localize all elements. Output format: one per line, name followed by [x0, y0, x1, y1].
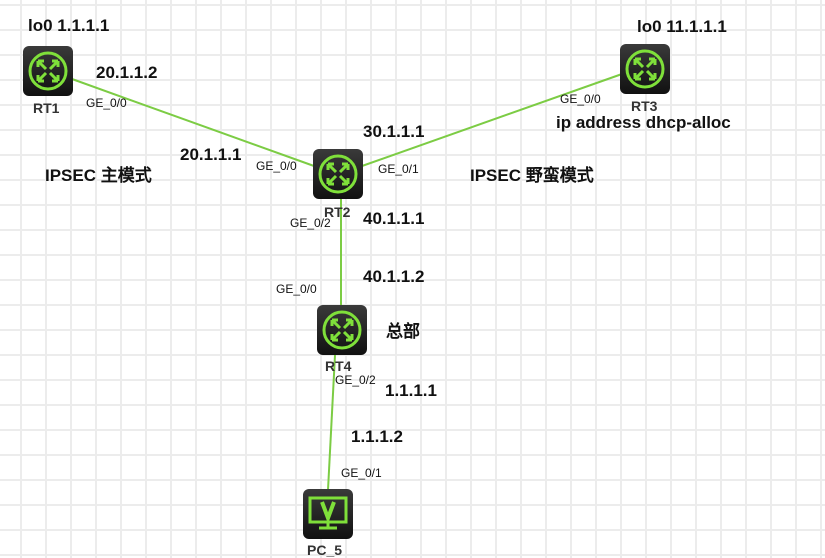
port-rt4-ge00: GE_0/0 [276, 282, 317, 296]
rt1-loopback-label: lo0 1.1.1.1 [28, 16, 110, 35]
port-rt2-ge01: GE_0/1 [378, 162, 419, 176]
pc-pc5[interactable] [303, 489, 353, 539]
router-icon [625, 49, 665, 89]
device-name-rt1: RT1 [33, 100, 60, 116]
ip-rt2-rt3-link: 30.1.1.1 [363, 122, 425, 141]
ip-rt2-rt4-link: 40.1.1.1 [363, 209, 425, 228]
router-icon [28, 51, 68, 91]
router-rt2[interactable] [313, 149, 363, 199]
device-name-rt2: RT2 [324, 204, 351, 220]
port-rt2-ge02: GE_0/2 [290, 216, 331, 230]
annotation-ipsec-aggressive-mode: IPSEC 野蛮模式 [470, 166, 594, 185]
rt3-loopback-label: lo0 11.1.1.1 [637, 17, 727, 36]
link-rt2-rt3[interactable] [361, 73, 623, 167]
ip-rt2-rt1-link: 20.1.1.1 [180, 145, 242, 164]
ip-rt1-link: 20.1.1.2 [96, 63, 158, 82]
port-rt2-ge00: GE_0/0 [256, 159, 297, 173]
port-rt4-ge02: GE_0/2 [335, 373, 376, 387]
router-rt4[interactable] [317, 305, 367, 355]
port-pc5-ge01: GE_0/1 [341, 466, 382, 480]
device-name-pc5: PC_5 [307, 542, 343, 558]
router-icon [318, 154, 358, 194]
device-name-rt3: RT3 [631, 98, 658, 114]
rt4-note: 总部 [386, 322, 420, 341]
router-icon [322, 310, 362, 350]
rt3-note: ip address dhcp-alloc [556, 113, 731, 132]
port-rt3-ge00: GE_0/0 [560, 92, 601, 106]
device-name-rt4: RT4 [325, 358, 352, 374]
port-rt1-ge00: GE_0/0 [86, 96, 127, 110]
ip-rt4-rt2-link: 40.1.1.2 [363, 267, 425, 286]
router-rt3[interactable] [620, 44, 670, 94]
ip-rt4-pc-link: 1.1.1.1 [385, 381, 437, 400]
link-rt4-pc5[interactable] [327, 354, 336, 491]
ip-pc-link: 1.1.1.2 [351, 427, 403, 446]
link-rt1-rt2[interactable] [71, 78, 315, 167]
annotation-ipsec-main-mode: IPSEC 主模式 [45, 166, 152, 185]
router-rt1[interactable] [23, 46, 73, 96]
pc-monitor-icon [308, 496, 348, 530]
